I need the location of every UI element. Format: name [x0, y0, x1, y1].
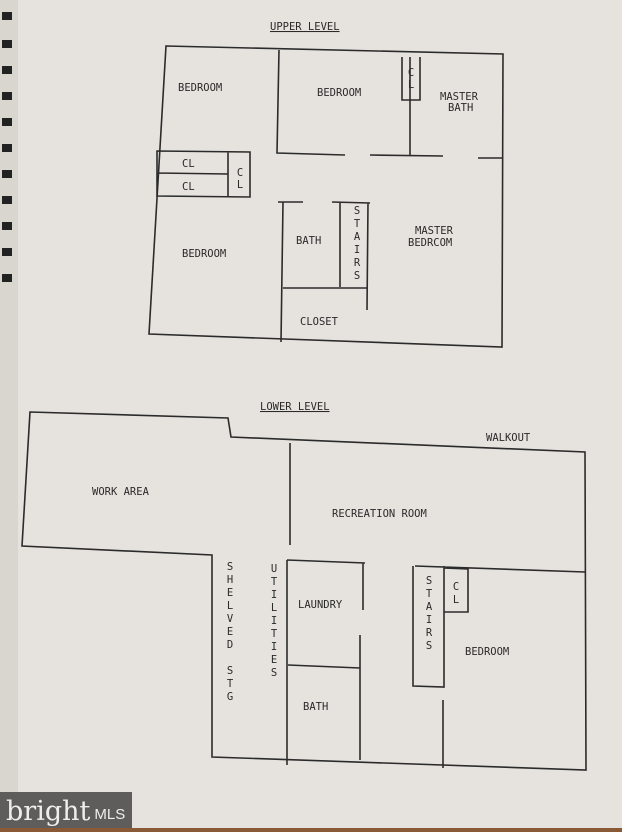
room-label-utilities: U T I L I T I E S	[271, 563, 278, 679]
room-label-closet: L	[408, 79, 414, 91]
room-label-bedroom: BEDROOM	[182, 248, 226, 260]
label-letter: I	[271, 589, 277, 601]
label-letter: D	[227, 639, 233, 651]
stairs-letter: R	[354, 257, 361, 269]
watermark-suffix: MLS	[94, 805, 126, 823]
bright-mls-watermark: bright MLS	[0, 792, 132, 830]
table-edge	[0, 828, 622, 832]
label-letter: I	[271, 615, 277, 627]
label-letter: L	[227, 600, 233, 612]
room-label-stairs: S T A I R S	[354, 205, 361, 282]
lower-level-title: LOWER LEVEL	[260, 401, 330, 413]
label-letter: S	[271, 667, 277, 679]
room-label-closet: C	[237, 167, 243, 179]
room-label-bedroom: BEDROOM	[465, 646, 509, 658]
room-label-closet: L	[237, 179, 243, 191]
stairs-letter: A	[426, 601, 433, 613]
label-letter: G	[227, 691, 233, 703]
stairs-letter: A	[354, 231, 361, 243]
label-letter: T	[271, 576, 278, 588]
room-label-master-bath: MASTER	[440, 91, 479, 103]
room-label-recreation-room: RECREATION ROOM	[332, 508, 427, 520]
room-label-closet: CLOSET	[300, 316, 339, 328]
stairs-letter: S	[354, 270, 360, 282]
label-letter: S	[227, 561, 233, 573]
label-letter: V	[227, 613, 234, 625]
label-letter: E	[227, 587, 233, 599]
room-label-bedroom: BEDROOM	[317, 87, 361, 99]
stairs-letter: T	[426, 588, 433, 600]
label-letter: E	[271, 654, 277, 666]
room-label-closet: CL	[182, 181, 195, 193]
walkout-label: WALKOUT	[486, 432, 531, 444]
stairs-letter: S	[426, 575, 432, 587]
label-letter: I	[271, 641, 277, 653]
upper-level-plan: UPPER LEVEL BEDROOM BEDROOM C L MASTER B…	[148, 21, 504, 348]
room-label-stairs: S T A I R S	[426, 575, 433, 652]
label-letter: T	[271, 628, 278, 640]
room-label-bath: BATH	[303, 701, 328, 713]
stairs-letter: S	[354, 205, 360, 217]
room-label-master-bedroom: BEDRCOM	[408, 237, 452, 249]
label-letter: U	[271, 563, 277, 575]
room-label-bedroom: BEDROOM	[178, 82, 222, 94]
room-label-master-bath: BATH	[448, 102, 473, 114]
upper-level-title: UPPER LEVEL	[270, 21, 340, 33]
label-letter: H	[227, 574, 233, 586]
stairs-letter: I	[426, 614, 432, 626]
label-letter: T	[227, 678, 234, 690]
room-label-bath: BATH	[296, 235, 321, 247]
stairs-letter: I	[354, 244, 360, 256]
room-label-closet: CL	[182, 158, 195, 170]
room-label-shelved-storage: S H E L V E D S T G	[227, 561, 234, 703]
room-label-master-bedroom: MASTER	[415, 225, 454, 237]
room-label-closet: L	[453, 594, 459, 606]
binder-rings	[2, 12, 12, 282]
stairs-letter: R	[426, 627, 433, 639]
room-label-closet: C	[453, 581, 459, 593]
lower-level-plan: LOWER LEVEL WALKOUT WORK AREA RECREATION…	[21, 401, 587, 771]
label-letter: E	[227, 626, 233, 638]
room-label-laundry: LAUNDRY	[298, 599, 343, 611]
room-label-work-area: WORK AREA	[92, 486, 150, 498]
watermark-brand: bright	[6, 795, 91, 827]
label-letter: L	[271, 602, 277, 614]
stairs-letter: T	[354, 218, 361, 230]
room-label-closet: C	[408, 67, 414, 79]
label-letter: S	[227, 665, 233, 677]
stairs-letter: S	[426, 640, 432, 652]
